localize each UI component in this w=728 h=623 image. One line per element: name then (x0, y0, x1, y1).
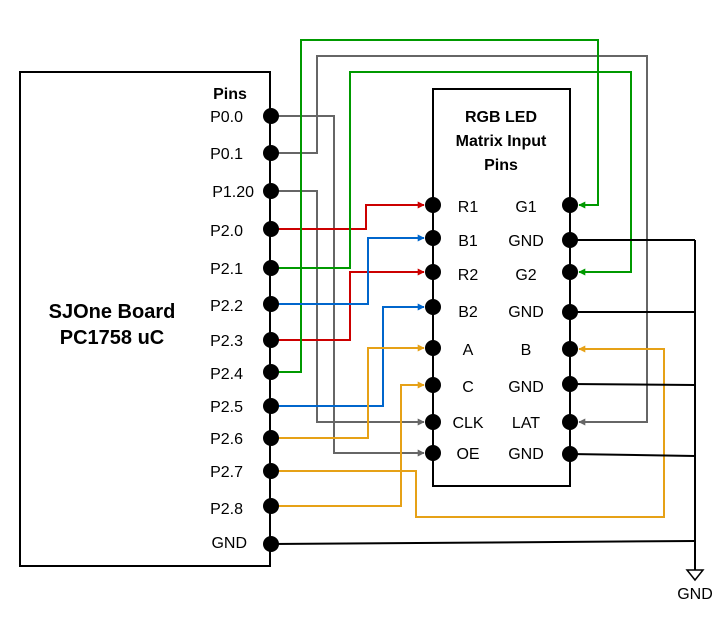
board-pin-label: P0.1 (210, 146, 243, 163)
matrix-left-pin-dot (425, 264, 441, 280)
matrix-left-pin-label: B2 (458, 304, 478, 321)
matrix-left-pin-dot (425, 340, 441, 356)
wire-p1-20-to-clk (271, 190, 425, 426)
board-title-line1: SJOne Board (49, 301, 176, 323)
matrix-right-pin-label: GND (508, 233, 544, 250)
ground-label: GND (677, 586, 713, 603)
board-pin-dot (263, 463, 279, 479)
rgb-matrix-box (432, 88, 571, 487)
matrix-left-pin-dot (425, 197, 441, 213)
matrix-left-pin-label: CLK (452, 415, 483, 432)
matrix-right-pin-dot (562, 232, 578, 248)
board-pin-dot (263, 296, 279, 312)
matrix-left-pin-label: B1 (458, 233, 478, 250)
board-pin-dot (263, 332, 279, 348)
matrix-left-pin-label: R1 (458, 199, 479, 216)
board-pin-label: P2.0 (210, 223, 243, 240)
matrix-right-pin-label: GND (508, 446, 544, 463)
wire-p0-0-to-oe (271, 115, 425, 457)
matrix-right-pin-label: LAT (512, 415, 540, 432)
matrix-right-pin-dot (562, 446, 578, 462)
board-pin-dot (263, 145, 279, 161)
matrix-left-pin-dot (425, 414, 441, 430)
board-pin-label: P2.1 (210, 261, 243, 278)
matrix-left-pin-label: A (463, 342, 474, 359)
matrix-right-pin-label: G1 (515, 199, 536, 216)
wire-p0-1-to-lat (271, 55, 648, 426)
matrix-right-pin-label: GND (508, 379, 544, 396)
board-pin-label: P2.8 (210, 501, 243, 518)
wire-p2-0-to-r1 (271, 201, 425, 230)
wire-p2-8-to-c (271, 381, 425, 507)
board-pin-dot (263, 260, 279, 276)
board-pin-label: P2.7 (210, 464, 243, 481)
matrix-left-pin-dot (425, 377, 441, 393)
wire-matrix-gnd-4 (569, 453, 696, 457)
wire-p2-3-to-r2 (271, 268, 425, 341)
board-pin-dot (263, 183, 279, 199)
board-pin-dot (263, 364, 279, 380)
board-pin-label: P2.3 (210, 333, 243, 350)
matrix-title-line3: Pins (484, 157, 518, 174)
board-pin-label: P2.2 (210, 298, 243, 315)
board-pin-label: P2.6 (210, 431, 243, 448)
wire-board-gnd-to-ground (270, 540, 696, 545)
matrix-left-pin-label: C (462, 379, 474, 396)
matrix-right-pin-label: B (521, 342, 532, 359)
board-pin-label: GND (211, 535, 247, 552)
matrix-left-pin-dot (425, 299, 441, 315)
matrix-title-line2: Matrix Input (456, 133, 547, 150)
wire-p2-4-to-g1 (271, 39, 599, 373)
board-pin-label: P2.5 (210, 399, 243, 416)
board-pin-label: P1.20 (212, 184, 254, 201)
board-pin-label: P2.4 (210, 366, 243, 383)
sjone-board-box (19, 71, 271, 567)
board-pin-dot (263, 108, 279, 124)
matrix-right-pin-dot (562, 341, 578, 357)
wire-p2-5-to-b2 (271, 303, 425, 407)
matrix-left-pin-dot (425, 445, 441, 461)
matrix-left-pin-label: R2 (458, 267, 479, 284)
wire-p2-6-to-a (271, 344, 425, 439)
matrix-right-pin-label: G2 (515, 267, 536, 284)
board-pin-dot (263, 430, 279, 446)
wire-matrix-gnd-3 (569, 383, 696, 386)
board-pins-heading: Pins (213, 86, 247, 103)
board-pin-dot (263, 398, 279, 414)
matrix-right-pin-label: GND (508, 304, 544, 321)
matrix-right-pin-dot (562, 376, 578, 392)
board-pin-label: P0.0 (210, 109, 243, 126)
board-pin-dot (263, 221, 279, 237)
matrix-left-pin-dot (425, 230, 441, 246)
ground-symbol (685, 569, 705, 582)
matrix-right-pin-dot (562, 197, 578, 213)
wire-p2-2-to-b1 (271, 234, 425, 305)
board-pin-dot (263, 498, 279, 514)
matrix-right-pin-dot (562, 264, 578, 280)
wire-p2-7-to-b (271, 345, 665, 518)
matrix-title-line1: RGB LED (465, 109, 537, 126)
matrix-left-pin-label: OE (456, 446, 479, 463)
board-title-line2: PC1758 uC (60, 327, 165, 349)
wire-p2-1-to-g2 (271, 71, 632, 276)
board-pin-dot (263, 536, 279, 552)
matrix-right-pin-dot (562, 304, 578, 320)
matrix-right-pin-dot (562, 414, 578, 430)
